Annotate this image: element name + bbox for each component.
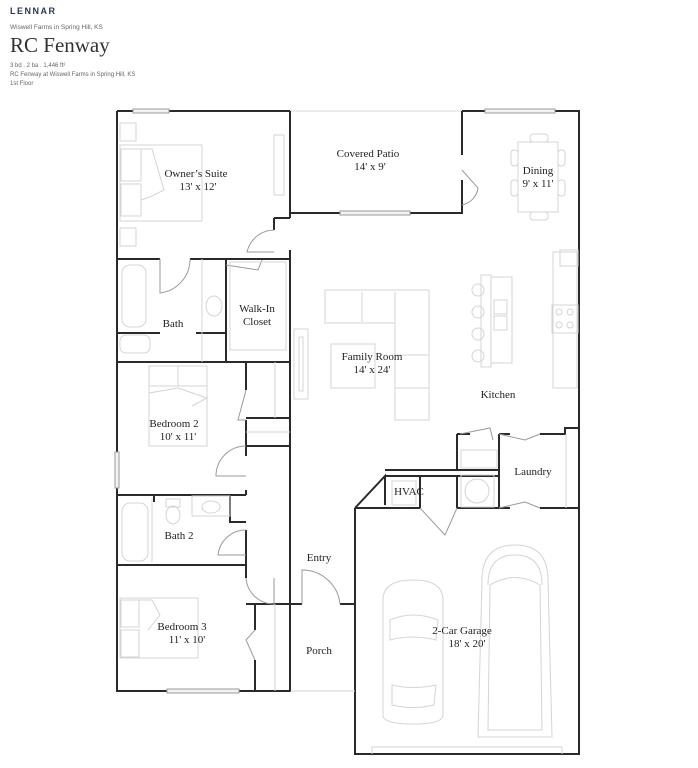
plan-specs: 3 bd . 2 ba . 1,446 ft² bbox=[10, 63, 66, 69]
toilet bbox=[165, 505, 181, 525]
dryer bbox=[460, 449, 498, 469]
label-bath: Bath bbox=[163, 318, 184, 330]
vanity bbox=[191, 495, 231, 517]
size-bedroom2: 10' x 11' bbox=[160, 431, 197, 443]
label-garage: 2-Car Garage bbox=[432, 625, 492, 637]
room-labels: Owner’s Suite 13' x 12' Covered Patio 14… bbox=[149, 148, 553, 657]
plan-header: LENNAR Wiswell Farms in Spring Hill, KS … bbox=[10, 6, 135, 89]
window-owners-top bbox=[132, 108, 170, 114]
size-covered-patio: 14' x 9' bbox=[354, 161, 385, 173]
range bbox=[551, 304, 579, 334]
label-porch: Porch bbox=[306, 645, 332, 657]
label-owners-suite: Owner’s Suite bbox=[164, 168, 227, 180]
label-walk-in-closet-line1: Walk-In bbox=[239, 303, 275, 315]
label-family-room: Family Room bbox=[342, 351, 403, 363]
dresser bbox=[273, 134, 285, 196]
nightstand bbox=[119, 122, 137, 142]
washer bbox=[460, 474, 495, 508]
label-dining: Dining bbox=[523, 165, 554, 177]
label-entry: Entry bbox=[307, 552, 332, 564]
window-bedroom2 bbox=[114, 451, 120, 489]
label-walk-in-closet-line2: Closet bbox=[243, 316, 271, 328]
plan-subtitle: RC Fenway at Wiswell Farms in Spring Hil… bbox=[10, 72, 136, 78]
car-sedan bbox=[382, 579, 444, 725]
bath2-tub bbox=[121, 502, 149, 562]
dining-table bbox=[517, 141, 559, 213]
bar-stool bbox=[471, 349, 485, 363]
bar-stool bbox=[471, 305, 485, 319]
size-bedroom3: 11' x 10' bbox=[169, 634, 206, 646]
label-bedroom2: Bedroom 2 bbox=[149, 418, 198, 430]
garage-door bbox=[371, 746, 563, 754]
size-garage: 18' x 20' bbox=[449, 638, 486, 650]
size-dining: 9' x 11' bbox=[522, 178, 553, 190]
nightstand bbox=[119, 227, 137, 247]
plan-title: RC Fenway bbox=[10, 33, 110, 57]
label-laundry: Laundry bbox=[514, 466, 552, 478]
window-dining bbox=[484, 108, 556, 114]
coffee-table bbox=[330, 343, 376, 389]
interior-walls bbox=[117, 111, 579, 691]
community-name: Wiswell Farms in Spring Hill, KS bbox=[10, 24, 103, 31]
bathtub bbox=[121, 264, 147, 328]
label-covered-patio: Covered Patio bbox=[337, 148, 400, 160]
label-bedroom3: Bedroom 3 bbox=[157, 621, 207, 633]
sink bbox=[205, 295, 223, 317]
owners-bed bbox=[119, 144, 203, 222]
kitchen-counter bbox=[552, 251, 578, 389]
label-bath2: Bath 2 bbox=[164, 530, 193, 542]
kitchen-island-counter bbox=[480, 274, 492, 368]
bar-stool bbox=[471, 283, 485, 297]
bedroom3-bed bbox=[119, 597, 199, 659]
toilet bbox=[119, 334, 151, 354]
car-suv bbox=[477, 544, 553, 738]
label-hvac: HVAC bbox=[394, 486, 424, 498]
sectional-sofa bbox=[324, 289, 430, 421]
kitchen-island bbox=[490, 276, 513, 364]
size-family-room: 14' x 24' bbox=[354, 364, 391, 376]
window-patio-door bbox=[339, 210, 411, 216]
bar-stool bbox=[471, 327, 485, 341]
brand-logo: LENNAR bbox=[10, 6, 57, 16]
windows bbox=[114, 108, 556, 694]
size-owners-suite: 13' x 12' bbox=[180, 181, 217, 193]
window-bedroom3 bbox=[166, 688, 240, 694]
toilet-tank bbox=[165, 498, 181, 508]
doors bbox=[159, 169, 541, 661]
hvac-unit bbox=[391, 480, 417, 506]
tv-stand bbox=[293, 328, 309, 400]
furniture bbox=[119, 122, 579, 754]
closet-shelving bbox=[229, 261, 287, 351]
floor-label: 1st Floor bbox=[10, 81, 34, 87]
label-kitchen: Kitchen bbox=[481, 389, 516, 401]
